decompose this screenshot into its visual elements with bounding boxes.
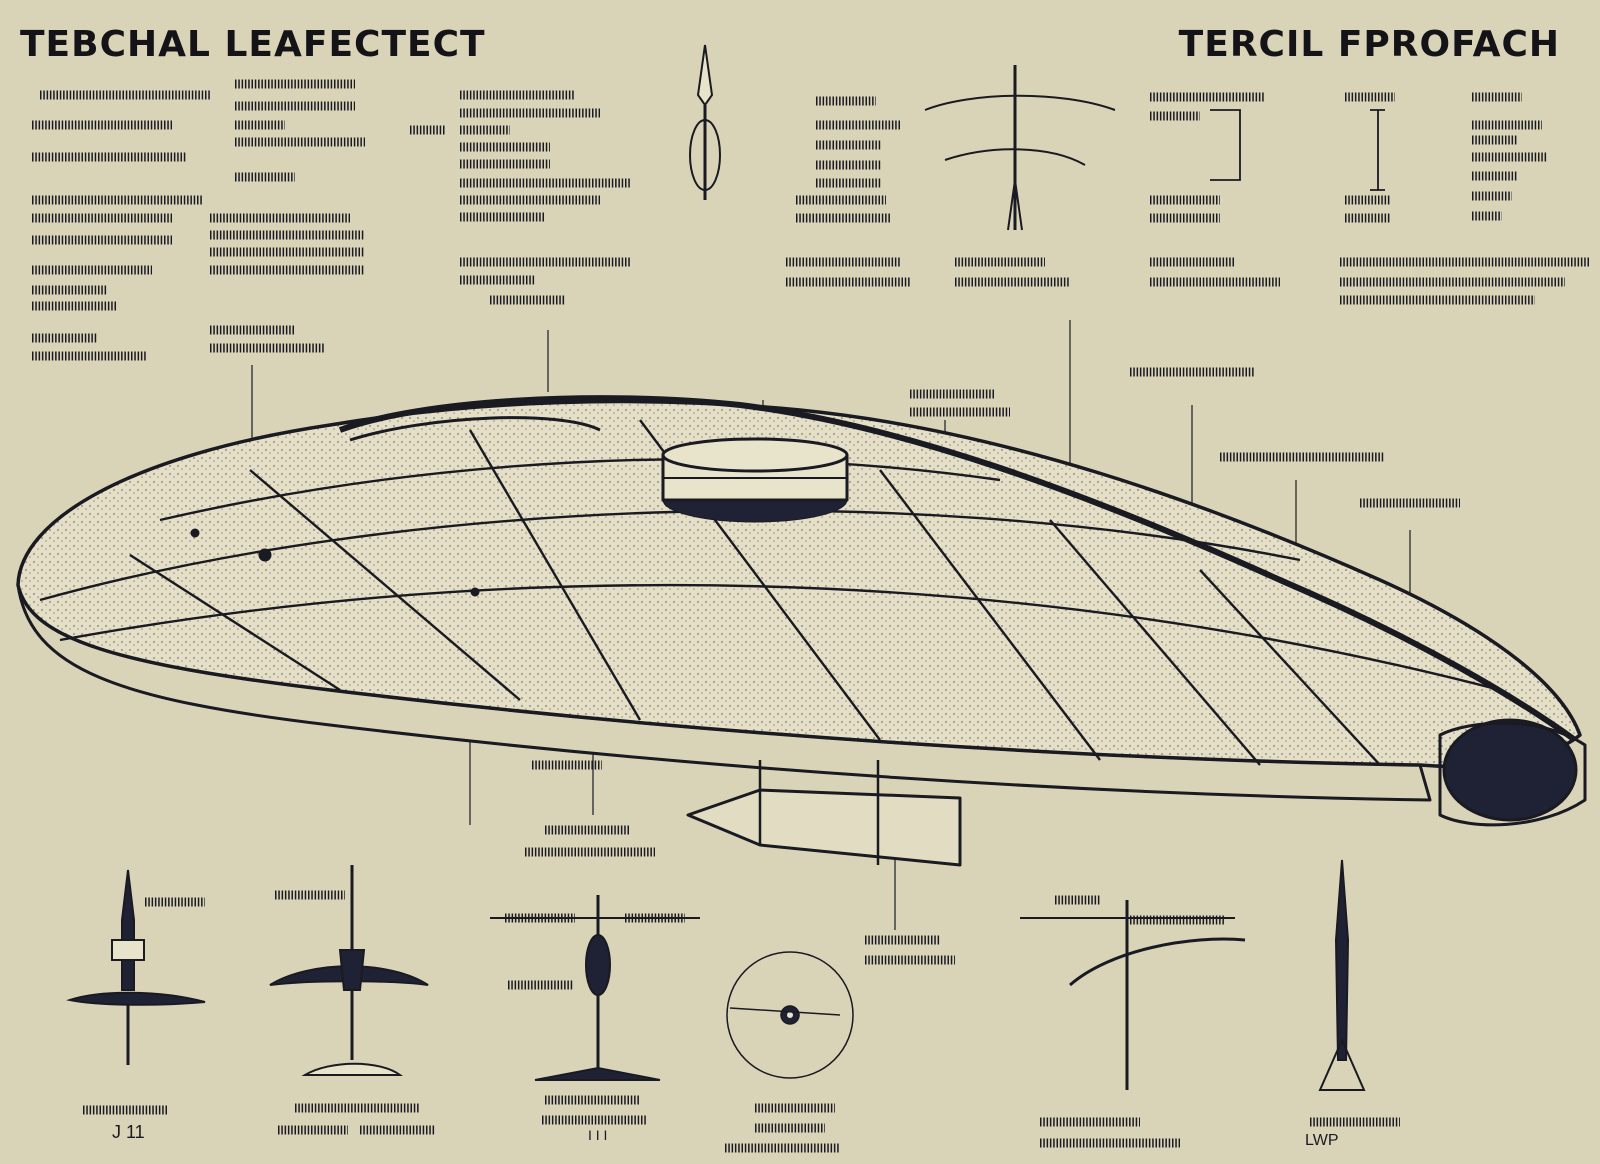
saucer-hull — [16, 395, 1587, 867]
top-figure-brackets — [1210, 109, 1385, 191]
top-figure-mast — [924, 65, 1116, 231]
label-bottom-mid: I I I — [588, 1127, 607, 1143]
annotation-text-blocks — [32, 79, 1590, 1153]
top-figure-probe — [689, 44, 721, 200]
bottom-figure-tower — [66, 869, 206, 1065]
label-bottom-left: J 11 — [112, 1122, 145, 1142]
bottom-figure-circle — [726, 951, 854, 1079]
title-left: TEBCHAL LEAFECTECT — [20, 24, 486, 65]
label-bottom-right: LWP — [1305, 1132, 1338, 1149]
bottom-figure-spire — [1318, 859, 1366, 1091]
title-right: TERCIL FPROFACH — [1178, 24, 1560, 65]
bottom-figure-cross — [1020, 900, 1246, 1090]
bottom-figure-antenna — [490, 895, 700, 1081]
bottom-figure-winged — [269, 865, 429, 1076]
